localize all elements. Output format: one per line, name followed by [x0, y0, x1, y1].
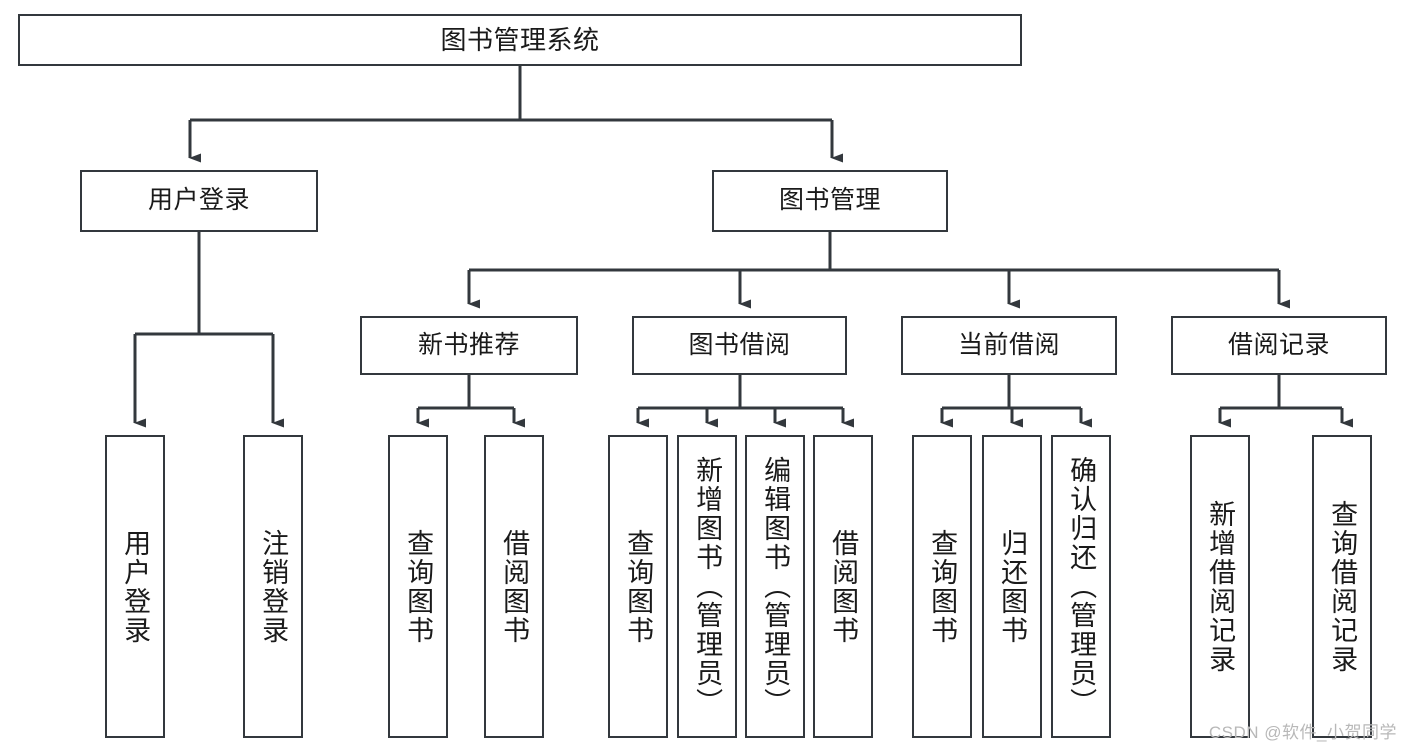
- node-leaf-query-book-borrow-label: 查询图书: [623, 528, 654, 645]
- csdn-watermark: CSDN @软件_小贺同学: [1208, 723, 1397, 742]
- node-book-borrow[interactable]: 图书借阅: [632, 316, 847, 375]
- node-user-login[interactable]: 用户登录: [80, 170, 318, 232]
- node-leaf-query-book-current-label: 查询图书: [927, 528, 958, 645]
- node-new-book-recommend-label: 新书推荐: [417, 330, 520, 359]
- node-leaf-logout-label: 注销登录: [258, 528, 289, 645]
- node-leaf-user-login-label: 用户登录: [120, 528, 151, 645]
- node-leaf-edit-book-admin[interactable]: 编辑图书（管理员）: [745, 435, 805, 738]
- node-leaf-confirm-return-label: 确认归还（管理员）: [1066, 456, 1097, 717]
- node-leaf-query-book-current[interactable]: 查询图书: [912, 435, 972, 738]
- node-leaf-borrow-book-rec-label: 借阅图书: [499, 528, 530, 645]
- node-leaf-borrow-book[interactable]: 借阅图书: [813, 435, 873, 738]
- node-borrow-record-label: 借阅记录: [1227, 330, 1330, 359]
- node-book-manage-label: 图书管理: [778, 186, 881, 215]
- node-leaf-borrow-book-rec[interactable]: 借阅图书: [484, 435, 544, 738]
- node-leaf-user-login[interactable]: 用户登录: [105, 435, 165, 738]
- node-leaf-query-borrow-record-label: 查询借阅记录: [1327, 499, 1358, 674]
- node-user-login-label: 用户登录: [147, 186, 250, 215]
- node-current-borrow-label: 当前借阅: [957, 330, 1060, 359]
- node-leaf-logout[interactable]: 注销登录: [243, 435, 303, 738]
- node-leaf-add-book-admin-label: 新增图书（管理员）: [692, 456, 723, 717]
- node-leaf-return-book[interactable]: 归还图书: [982, 435, 1042, 738]
- node-book-borrow-label: 图书借阅: [688, 330, 791, 359]
- node-leaf-query-book-rec[interactable]: 查询图书: [388, 435, 448, 738]
- node-leaf-confirm-return[interactable]: 确认归还（管理员）: [1051, 435, 1111, 738]
- node-leaf-query-borrow-record[interactable]: 查询借阅记录: [1312, 435, 1372, 738]
- node-leaf-return-book-label: 归还图书: [997, 528, 1028, 645]
- node-leaf-borrow-book-label: 借阅图书: [828, 528, 859, 645]
- node-leaf-edit-book-admin-label: 编辑图书（管理员）: [760, 456, 791, 717]
- node-borrow-record[interactable]: 借阅记录: [1171, 316, 1387, 375]
- node-current-borrow[interactable]: 当前借阅: [901, 316, 1117, 375]
- node-leaf-query-book-borrow[interactable]: 查询图书: [608, 435, 668, 738]
- node-root-label: 图书管理系统: [440, 24, 600, 55]
- node-new-book-recommend[interactable]: 新书推荐: [360, 316, 578, 375]
- node-book-manage[interactable]: 图书管理: [712, 170, 948, 232]
- node-leaf-query-book-rec-label: 查询图书: [403, 528, 434, 645]
- node-leaf-add-book-admin[interactable]: 新增图书（管理员）: [677, 435, 737, 738]
- node-leaf-add-borrow-record[interactable]: 新增借阅记录: [1190, 435, 1250, 738]
- node-leaf-add-borrow-record-label: 新增借阅记录: [1205, 499, 1236, 674]
- node-root[interactable]: 图书管理系统: [18, 14, 1022, 66]
